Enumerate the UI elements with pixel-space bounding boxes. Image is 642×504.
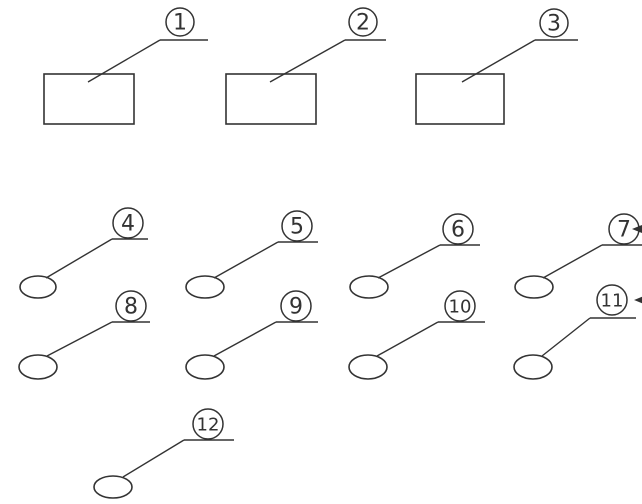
callout-1: 1 xyxy=(43,7,208,125)
callout-8: 8 xyxy=(18,290,150,380)
leader-line xyxy=(376,321,439,357)
label-balloon xyxy=(539,8,569,38)
label-balloon xyxy=(192,408,224,440)
leader-line xyxy=(213,241,279,279)
callout-number: 7 xyxy=(617,218,631,243)
callout-number: 11 xyxy=(601,291,624,312)
label-balloon xyxy=(112,207,144,239)
callout-number: 1 xyxy=(173,11,187,36)
callout-number: 8 xyxy=(124,295,138,320)
callout-6: 6 xyxy=(349,213,480,299)
circle-shape xyxy=(93,475,133,499)
callout-number: 3 xyxy=(547,12,561,37)
leader-line xyxy=(122,439,185,478)
label-balloon xyxy=(596,284,628,316)
callout-5: 5 xyxy=(185,210,318,299)
circle-shape xyxy=(18,354,58,380)
callout-number: 10 xyxy=(449,297,472,318)
callout-12: 12 xyxy=(93,408,234,499)
label-balloon xyxy=(280,290,312,322)
callout-number: 4 xyxy=(121,212,135,237)
circle-shape xyxy=(185,354,225,380)
callout-number: 12 xyxy=(197,415,220,436)
leader-line xyxy=(542,244,603,279)
callout-3: 3 xyxy=(415,8,578,125)
square-shape xyxy=(43,73,135,125)
callout-10: 10 xyxy=(348,290,485,380)
leader-line xyxy=(541,317,591,357)
circle-shape xyxy=(19,275,57,299)
arrowhead-icon xyxy=(634,296,642,304)
label-balloon xyxy=(442,213,474,245)
leader-line xyxy=(269,39,346,83)
label-balloon xyxy=(444,290,476,322)
circle-shape xyxy=(348,354,388,380)
circle-shape xyxy=(185,275,225,299)
leader-line xyxy=(213,321,277,357)
circle-shape xyxy=(514,275,554,299)
leader-line xyxy=(45,238,113,279)
callout-9: 9 xyxy=(185,290,318,380)
label-balloon xyxy=(281,210,313,242)
callout-number: 2 xyxy=(356,11,370,36)
leader-line xyxy=(461,39,536,83)
square-shape xyxy=(415,73,505,125)
label-balloon xyxy=(115,290,147,322)
label-balloon xyxy=(348,7,378,37)
arrowhead-icon xyxy=(632,225,642,233)
callout-2: 2 xyxy=(225,7,386,125)
callout-number: 9 xyxy=(289,295,303,320)
square-shape xyxy=(225,73,317,125)
callout-number: 6 xyxy=(451,218,465,243)
callout-7: 7 xyxy=(514,213,642,299)
label-balloon xyxy=(165,7,195,37)
leader-line xyxy=(377,244,441,279)
callout-4: 4 xyxy=(19,207,148,299)
circle-shape xyxy=(513,354,553,380)
callout-number: 5 xyxy=(290,215,304,240)
circle-shape xyxy=(349,275,389,299)
callout-11: 11 xyxy=(513,284,642,380)
leader-line xyxy=(46,321,113,357)
leader-line xyxy=(87,39,161,83)
